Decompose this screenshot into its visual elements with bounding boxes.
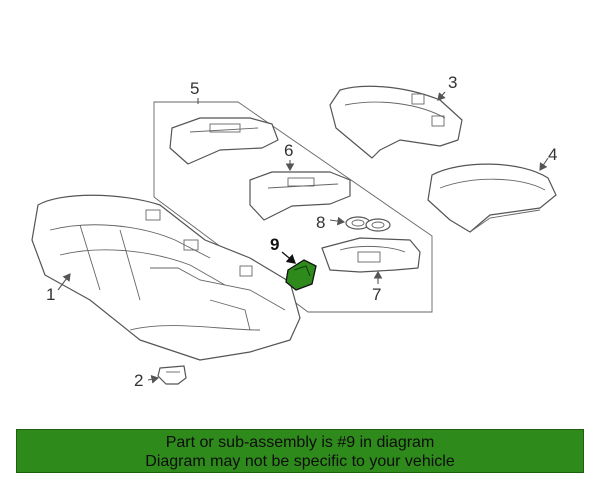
callout-7: 7 <box>372 285 381 304</box>
bracket-part <box>321 237 421 273</box>
callout-5: 5 <box>190 79 199 98</box>
banner-line-1: Part or sub-assembly is #9 in diagram <box>165 434 435 451</box>
armrest-base <box>427 163 557 233</box>
group-box <box>153 101 433 313</box>
parts-diagram: 1 2 3 4 5 6 7 8 9 <box>31 73 557 390</box>
callout-9: 9 <box>270 235 279 254</box>
info-banner: Part or sub-assembly is #9 in diagram Di… <box>16 429 584 473</box>
callout-6: 6 <box>284 141 293 160</box>
ring-seals <box>345 216 391 232</box>
callout-3: 3 <box>448 73 457 92</box>
callout-1: 1 <box>46 285 55 304</box>
trim-piece-upper <box>169 117 279 165</box>
trim-piece-lower <box>249 171 351 221</box>
clip-part <box>157 365 187 385</box>
callout-4: 4 <box>548 145 557 164</box>
armrest-cover <box>329 85 463 159</box>
banner-line-2: Diagram may not be specific to your vehi… <box>145 453 455 470</box>
switch-part-highlighted <box>285 259 317 291</box>
callout-8: 8 <box>316 213 325 232</box>
seat-cushion <box>31 194 301 361</box>
callout-2: 2 <box>134 371 143 390</box>
